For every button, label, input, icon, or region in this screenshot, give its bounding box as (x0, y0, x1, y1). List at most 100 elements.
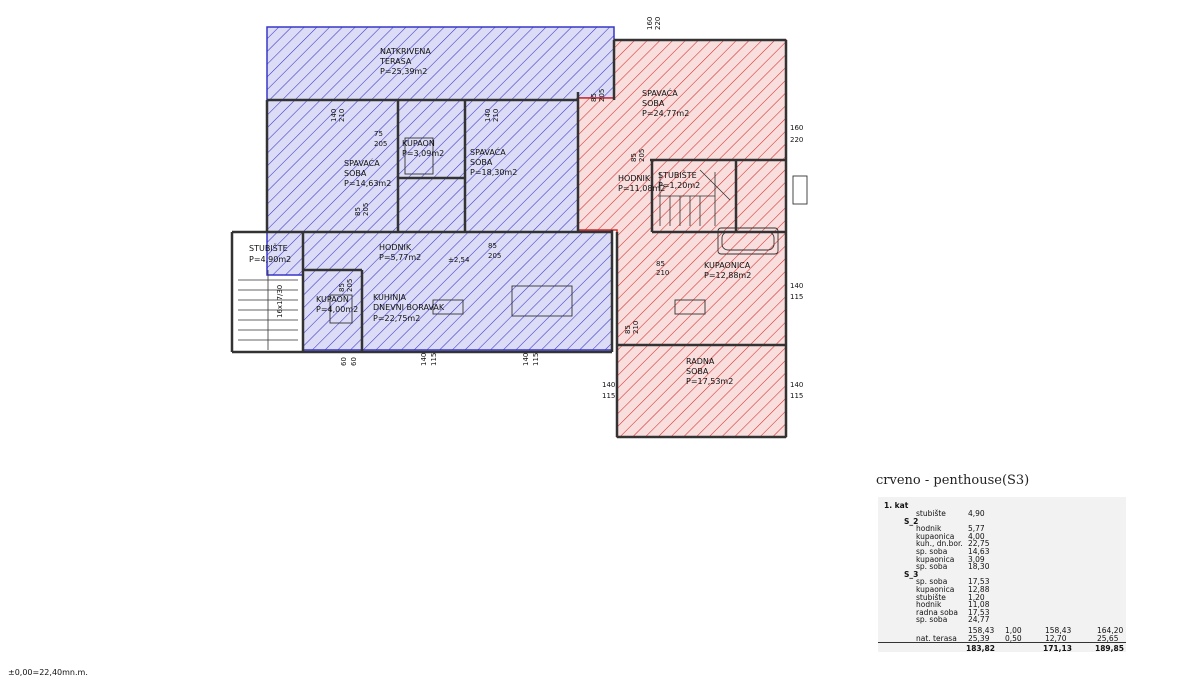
table-row: kuh., dn.bor. 22,75 (878, 539, 1126, 548)
table-cell-area: 4,90 (968, 509, 985, 518)
dim-label: 205 (374, 140, 387, 148)
table-cell-name: sp. soba (916, 547, 948, 556)
table-cell-name: S_3 (904, 569, 919, 579)
svg-text:P=4,90m2: P=4,90m2 (249, 255, 291, 264)
svg-text:KUPAONICA: KUPAONICA (704, 261, 751, 270)
table-cell-area: 17,53 (968, 607, 990, 617)
dim-label: 85 (590, 93, 598, 102)
dimension-labels: 160 220 85 205 140 210 75 205 140 210 85… (276, 17, 803, 400)
room-radna-soba: RADNA SOBA P=17,53m2 (686, 357, 733, 386)
dim-label: 85 (354, 207, 362, 216)
dim-label: 140 (790, 381, 803, 389)
table-cell-name: stubište (916, 592, 946, 602)
svg-text:P=18,30m2: P=18,30m2 (470, 168, 517, 177)
dim-label: 115 (790, 293, 803, 301)
dim-label: 210 (338, 109, 346, 122)
table-cell-area: 3,09 (968, 554, 985, 564)
room-hodnik-right: HODNIK P=11,08m2 (618, 174, 665, 193)
table-cell-name: hodnik (916, 524, 942, 534)
dim-label: 85 (656, 260, 665, 268)
table-cell-area: 17,53 (968, 577, 990, 587)
svg-text:P=11,08m2: P=11,08m2 (618, 184, 665, 193)
table-row: sp. soba 17,53 (878, 577, 1126, 586)
room-labels: NATKRIVENA TERASA P=25,39m2 KUPAON P=3,0… (249, 47, 751, 386)
svg-text:HODNIK: HODNIK (379, 243, 412, 252)
dim-label: 205 (598, 89, 606, 102)
dim-label: 160 (646, 17, 654, 30)
svg-text:P=12,88m2: P=12,88m2 (704, 271, 751, 280)
svg-text:KUHINJA: KUHINJA (373, 293, 406, 302)
dim-label: 140 (330, 109, 338, 122)
dim-label: 140 (602, 381, 615, 389)
table-row: stubište 4,90 (878, 509, 1126, 518)
svg-text:KUPAON: KUPAON (316, 295, 349, 304)
room-natkrivena-terasa: NATKRIVENA TERASA P=25,39m2 (379, 47, 431, 76)
dim-label: 210 (656, 269, 669, 277)
room-hodnik-left: HODNIK P=5,77m2 (379, 243, 421, 262)
room-stubiste-left: STUBIŠTE P=4,90m2 (249, 242, 291, 264)
svg-text:P=17,53m2: P=17,53m2 (686, 377, 733, 386)
table-cell-name: kuh., dn.bor. (916, 539, 963, 549)
dim-label: 220 (790, 136, 803, 144)
fixtures (329, 137, 808, 324)
room-spavaca-soba-mid: SPAVAĆA SOBA P=18,30m2 (470, 146, 517, 177)
dim-label: 85 (338, 283, 346, 292)
dim-label: 210 (632, 321, 640, 334)
table-cell-name: radna soba (916, 607, 959, 617)
svg-text:P=14,63m2: P=14,63m2 (344, 179, 391, 188)
svg-text:STUBIŠTE: STUBIŠTE (658, 169, 697, 180)
table-cell-area: 4,00 (968, 531, 985, 541)
table-cell-area: 24,77 (968, 615, 990, 625)
dim-label: 140 (420, 353, 428, 366)
room-kuhinja: KUHINJA DNEVNI BORAVAK P=22,75m2 (373, 293, 445, 323)
svg-text:SPAVAĆA: SPAVAĆA (642, 87, 678, 98)
svg-text:P=1,20m2: P=1,20m2 (658, 181, 700, 190)
svg-text:SOBA: SOBA (686, 367, 709, 376)
room-kupaonica: KUPAONICA P=12,88m2 (704, 261, 751, 280)
svg-text:P=24,77m2: P=24,77m2 (642, 109, 689, 118)
table-row: hodnik 5,77 (878, 524, 1126, 533)
legend-title: crveno - penthouse(S3) (876, 473, 1030, 488)
table-row: stubište 1,20 (878, 593, 1126, 602)
table-cell-area: 22,75 (968, 539, 990, 549)
dim-label: 205 (362, 203, 370, 216)
svg-text:P=22,75m2: P=22,75m2 (373, 314, 420, 323)
dim-label: 205 (488, 252, 501, 260)
dim-label: 115 (602, 392, 615, 400)
table-cell-name: kupaonica (916, 531, 955, 541)
table-cell-area: 5,77 (968, 524, 985, 534)
svg-text:SOBA: SOBA (344, 169, 367, 178)
dim-label: 16x17/30 (276, 285, 284, 318)
svg-text:STUBIŠTE: STUBIŠTE (249, 242, 288, 253)
table-rule (878, 642, 1126, 643)
svg-text:SOBA: SOBA (642, 99, 665, 108)
table-cell-area: 18,30 (968, 562, 990, 572)
svg-text:SOBA: SOBA (470, 158, 493, 167)
svg-text:P=3,09m2: P=3,09m2 (402, 149, 444, 158)
table-cell-name: sp. soba (916, 577, 948, 587)
svg-text:HODNIK: HODNIK (618, 174, 651, 183)
table-cell-name: hodnik (916, 600, 942, 610)
room-kupaon-upper: KUPAON P=3,09m2 (402, 139, 444, 158)
dim-label: 75 (374, 130, 383, 138)
dim-label: 60 (350, 357, 358, 366)
table-terasa-row: nat. terasa 25,39 0,50 12,70 25,65 (916, 634, 1119, 643)
stairs (238, 169, 731, 350)
dim-label: 85 (488, 242, 497, 250)
svg-text:NATKRIVENA: NATKRIVENA (380, 47, 431, 56)
table-cell-name: stubište (916, 509, 946, 518)
table-cell-name: kupaonica (916, 554, 955, 564)
table-cell-area: 1,20 (968, 592, 985, 602)
table-cell-name: S_2 (904, 516, 919, 526)
svg-text:TERASA: TERASA (379, 57, 412, 66)
svg-text:RADNA: RADNA (686, 357, 715, 366)
table-row: hodnik 11,08 (878, 600, 1126, 609)
level-marker: ±2,54 (448, 256, 470, 264)
dim-label: 220 (654, 17, 662, 30)
table-header: 1. kat (884, 501, 909, 510)
table-cell-area: 11,08 (968, 600, 990, 610)
